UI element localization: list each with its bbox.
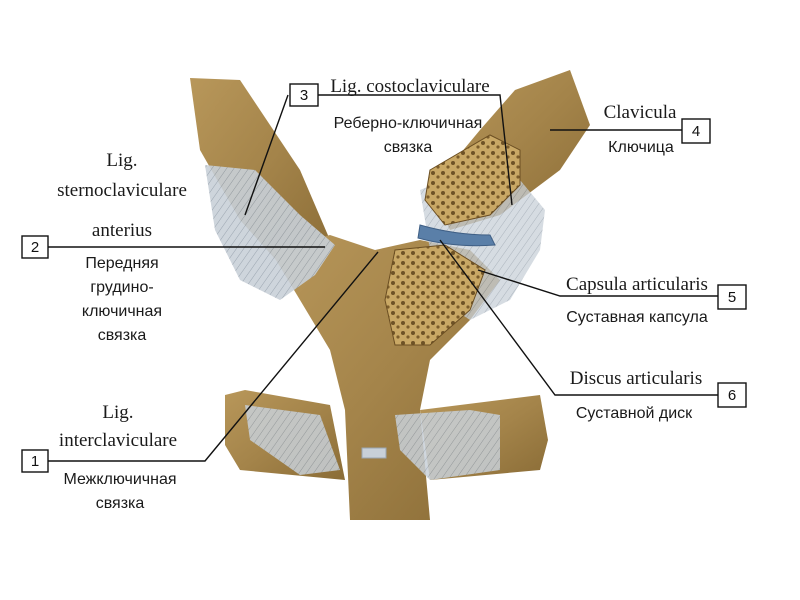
number-3: 3 xyxy=(300,87,308,104)
label-5-latin: Capsula articularis xyxy=(566,274,708,295)
right-costal-ligament xyxy=(395,410,500,480)
label-4-russian: Ключица xyxy=(608,139,674,156)
label-interclavicular: Lig. interclaviculare Межключичная связк… xyxy=(59,402,177,512)
left-costal-ligament xyxy=(245,405,340,475)
label-3-latin: Lig. costoclaviculare xyxy=(330,76,489,97)
number-box-6: 6 xyxy=(717,382,747,408)
label-2-russian-line-3: ключичная xyxy=(82,303,162,320)
number-box-4: 4 xyxy=(681,118,711,144)
articular-disc xyxy=(417,224,496,247)
number-box-5: 5 xyxy=(717,284,747,310)
manubrium-spongy-section xyxy=(384,244,486,346)
label-1-russian-line-2: связка xyxy=(96,495,145,512)
anterior-sternoclavicular-ligament xyxy=(205,165,335,300)
label-4-latin: Clavicula xyxy=(604,102,677,123)
clavicle-spongy-section xyxy=(424,134,521,226)
label-6-latin: Discus articularis xyxy=(570,368,702,389)
label-3-russian-line-1: Реберно-ключичная xyxy=(334,115,483,132)
label-2-latin-line-1: Lig. xyxy=(106,150,137,171)
number-5: 5 xyxy=(728,289,736,306)
label-1-latin-line-2: interclaviculare xyxy=(59,430,177,451)
label-2-russian-line-2: грудино- xyxy=(90,279,153,296)
number-6: 6 xyxy=(728,387,736,404)
number-4: 4 xyxy=(692,123,700,140)
label-costoclavicular: Lig. costoclaviculare Реберно-ключичная … xyxy=(330,76,489,156)
interclavicular-ligament-mark xyxy=(361,447,387,459)
label-1-russian-line-1: Межключичная xyxy=(63,471,176,488)
number-box-2: 2 xyxy=(21,235,49,259)
label-capsula-articularis: Capsula articularis Суставная капсула xyxy=(566,274,708,326)
label-sternoclavicular-anterior: Lig. sternoclaviculare anterius Передняя… xyxy=(57,150,187,344)
label-2-latin-line-2: sternoclaviculare xyxy=(57,180,187,201)
label-6-russian: Суставной диск xyxy=(576,405,693,422)
number-1: 1 xyxy=(31,453,39,470)
label-discus-articularis: Discus articularis Суставной диск xyxy=(570,368,702,422)
label-2-russian-line-4: связка xyxy=(98,327,147,344)
label-2-latin-line-3: anterius xyxy=(92,220,152,241)
label-2-russian-line-1: Передняя xyxy=(85,255,158,272)
label-5-russian: Суставная капсула xyxy=(566,309,708,326)
label-3-russian-line-2: связка xyxy=(384,139,433,156)
label-clavicula: Clavicula Ключица xyxy=(604,102,677,156)
number-box-1: 1 xyxy=(21,449,49,473)
number-2: 2 xyxy=(31,239,39,256)
label-1-latin-line-1: Lig. xyxy=(102,402,133,423)
number-box-3: 3 xyxy=(289,83,319,107)
anatomy-illustration xyxy=(190,70,590,520)
leader-lines xyxy=(48,94,718,462)
